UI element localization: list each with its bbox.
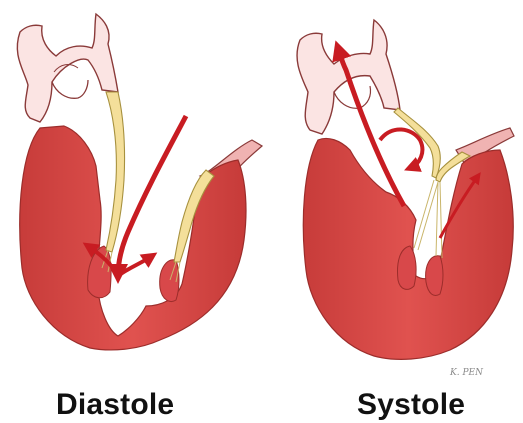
systole-caption: Systole [357, 390, 465, 420]
valve-leaflet [394, 108, 440, 178]
diastole-caption: Diastole [56, 390, 174, 420]
valve-leaflet [106, 92, 125, 252]
papillary-muscle [426, 256, 443, 296]
aortic-vessel [17, 14, 118, 122]
diastole-panel [17, 14, 262, 350]
systole-panel [297, 20, 514, 359]
artist-signature: K. PEN [450, 368, 483, 378]
ventricle-wall [20, 126, 246, 350]
